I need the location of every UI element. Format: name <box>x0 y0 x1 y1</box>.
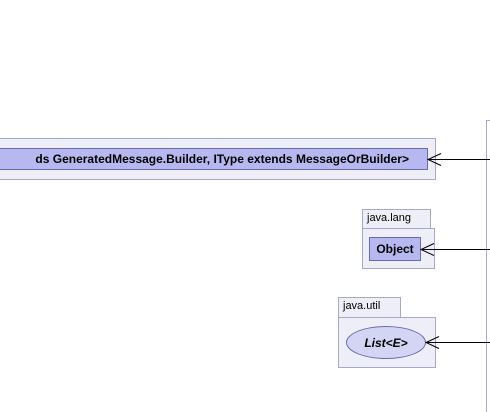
arrow-to-list-interface <box>424 336 490 349</box>
object-class-label: Object <box>376 242 414 256</box>
java-lang-package-name: java.lang <box>367 212 412 224</box>
java-util-package-tab: java.util <box>338 297 401 318</box>
object-class-box[interactable]: Object <box>369 237 421 261</box>
list-interface-ellipse[interactable]: List<E> <box>346 326 426 359</box>
java-util-package-name: java.util <box>343 300 381 312</box>
java-lang-package-tab: java.lang <box>362 209 431 229</box>
list-interface-label: List<E> <box>364 335 408 350</box>
generic-class-box[interactable]: ds GeneratedMessage.Builder, IType exten… <box>0 148 428 170</box>
generic-class-label: ds GeneratedMessage.Builder, IType exten… <box>35 152 409 166</box>
arrow-to-object-class <box>419 243 490 256</box>
arrow-to-generic-class <box>426 153 490 166</box>
